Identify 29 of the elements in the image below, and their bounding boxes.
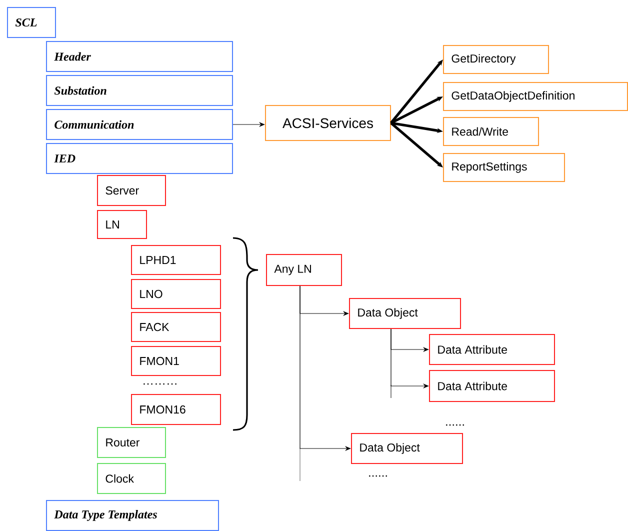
element-box: Router <box>97 427 166 458</box>
section-box: SCL <box>7 7 56 38</box>
service-box: ReportSettings <box>443 153 565 182</box>
service-box: GetDataObjectDefinition <box>443 82 628 111</box>
element-box: Data Object <box>349 298 461 329</box>
element-box: LPHD1 <box>131 245 221 275</box>
ellipsis: ……… <box>144 383 176 385</box>
element-box: FMON1 <box>131 346 221 376</box>
section-box: IED <box>46 143 233 174</box>
ellipsis: ...... <box>369 475 387 477</box>
element-box: Server <box>97 175 166 206</box>
service-box: Read/Write <box>443 117 539 146</box>
section-box: Substation <box>46 75 233 106</box>
element-box: Data Attribute <box>429 334 555 365</box>
element-box: LNO <box>131 279 221 309</box>
element-box: FMON16 <box>131 394 221 425</box>
element-box: Any LN <box>266 254 342 286</box>
element-box: Clock <box>97 463 166 494</box>
element-box: Data Attribute <box>429 370 555 402</box>
arrow <box>390 122 443 168</box>
service-box: GetDirectory <box>443 45 549 74</box>
element-box: FACK <box>131 312 221 342</box>
element-box: Data Object <box>351 433 463 464</box>
section-box: Header <box>46 41 233 72</box>
service-box: ACSI-Services <box>265 105 391 141</box>
element-box: LN <box>97 210 147 239</box>
section-box: Communication <box>46 109 233 140</box>
section-box: Data Type Templates <box>46 500 219 531</box>
ellipsis: ...... <box>446 424 464 426</box>
